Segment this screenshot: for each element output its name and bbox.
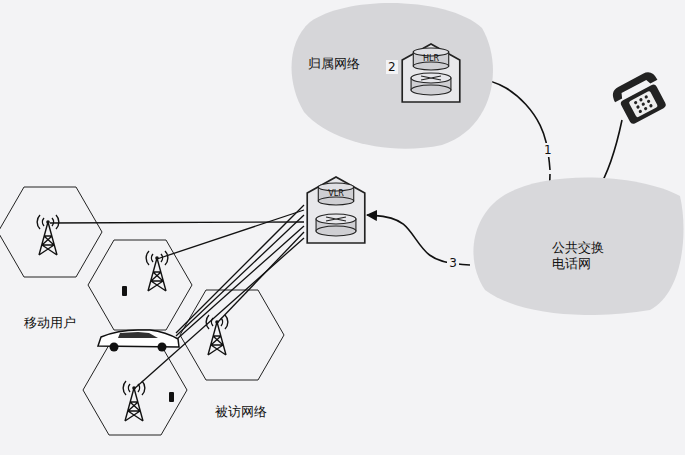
network-name: 归属网络 (308, 56, 360, 72)
callout-number: 2 (386, 60, 398, 74)
telephone (609, 69, 670, 127)
region-label: 被访网络 (213, 404, 269, 420)
network-element-icon (305, 175, 367, 245)
network-cloud: 归属网络 HLR (290, 0, 495, 150)
network-element-icon (400, 42, 462, 104)
car (98, 330, 179, 352)
cell-hexagons (0, 187, 284, 435)
network-name: 公共交换 电话网 (552, 240, 612, 273)
vlr-icon: VLR (305, 175, 367, 245)
element-name: VLR (305, 189, 367, 199)
element-name: HLR (400, 54, 462, 64)
radio-links (50, 205, 304, 389)
region-label: 移动用户 (22, 315, 78, 331)
network-cloud: 公共交换 电话网 (470, 170, 685, 315)
hlr-icon: HLR (400, 42, 462, 104)
callout-number: 3 (447, 256, 459, 270)
cloud-outline (290, 0, 495, 150)
callout-number: 1 (542, 143, 554, 157)
